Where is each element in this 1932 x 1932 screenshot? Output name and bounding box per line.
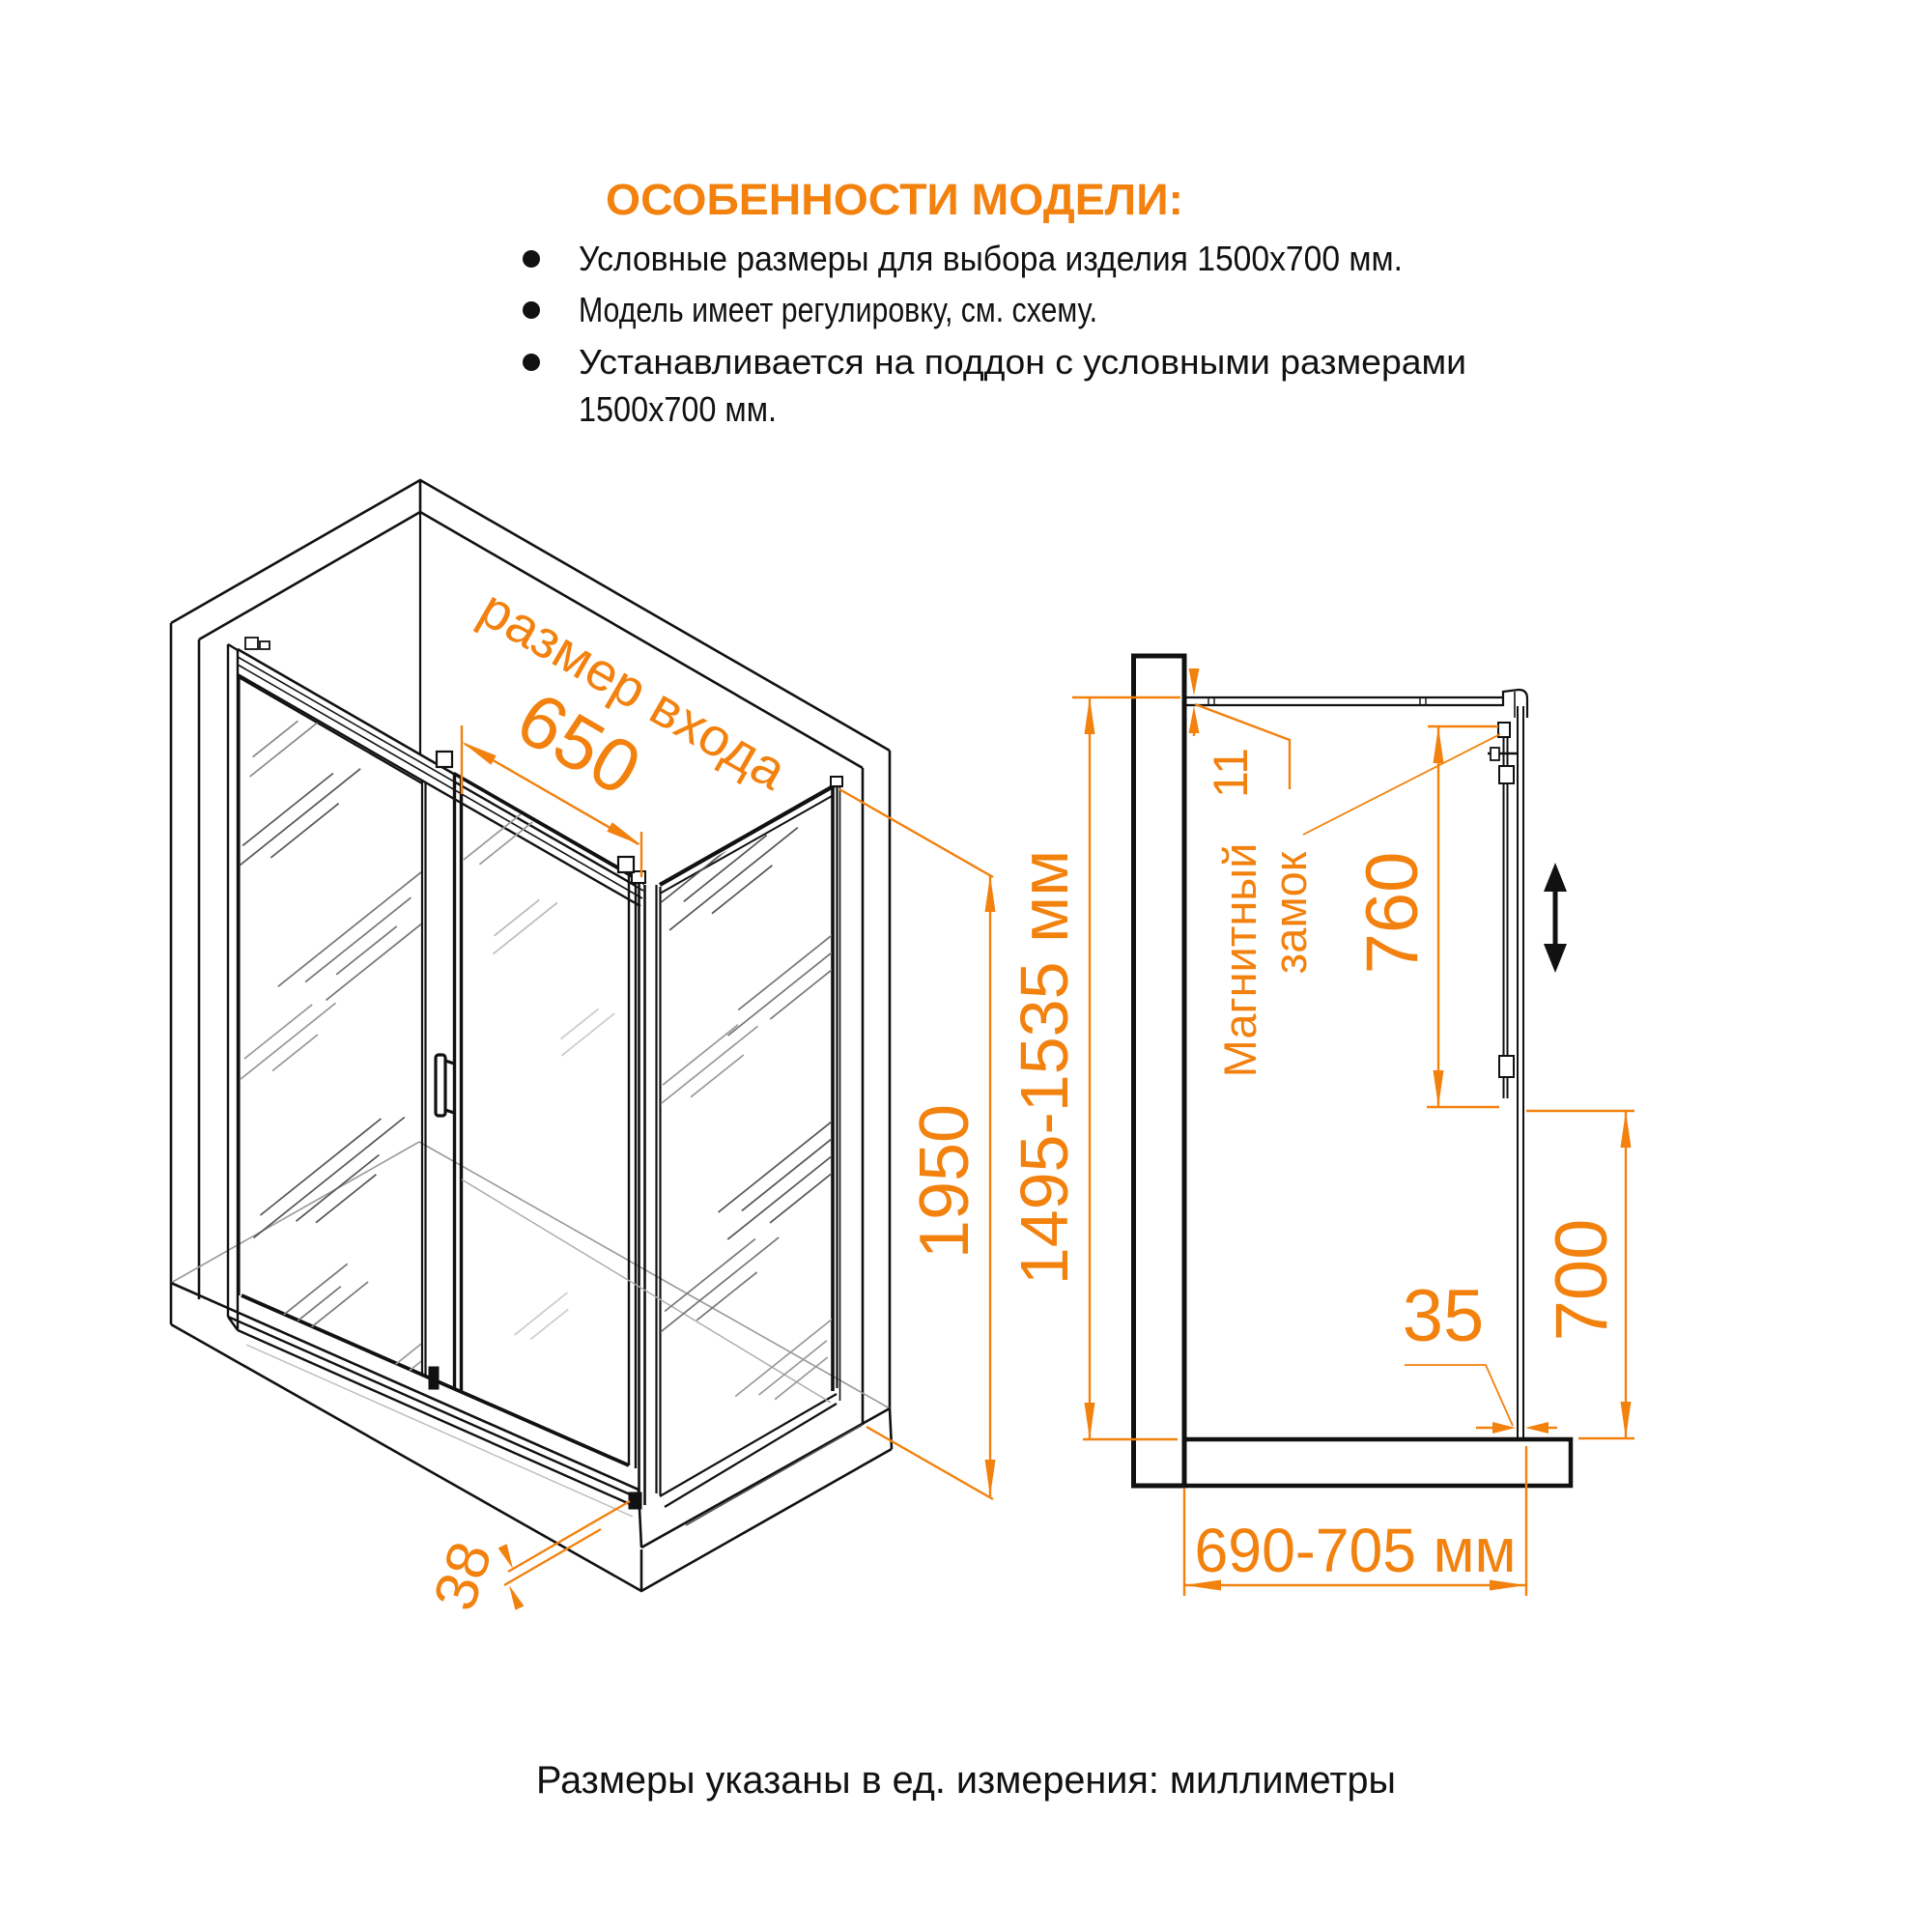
svg-text:Магнитный: Магнитный xyxy=(1214,843,1265,1078)
svg-text:11: 11 xyxy=(1204,748,1258,798)
svg-text:Устанавливается на поддон с ус: Устанавливается на поддон с условными ра… xyxy=(579,342,1466,382)
svg-text:замок: замок xyxy=(1264,851,1316,974)
svg-text:Модель имеет регулировку, см.: Модель имеет регулировку, см. схему. xyxy=(579,290,1097,329)
svg-text:Размеры указаны в ед. измерени: Размеры указаны в ед. измерения: миллиме… xyxy=(536,1759,1396,1802)
svg-text:760: 760 xyxy=(1351,852,1434,975)
svg-text:690-705 мм: 690-705 мм xyxy=(1195,1516,1517,1585)
svg-text:ОСОБЕННОСТИ МОДЕЛИ:: ОСОБЕННОСТИ МОДЕЛИ: xyxy=(606,175,1183,224)
svg-text:1500х700 мм.: 1500х700 мм. xyxy=(579,389,777,429)
svg-text:Условные размеры для выбора из: Условные размеры для выбора изделия 1500… xyxy=(579,239,1403,278)
svg-text:1950: 1950 xyxy=(906,1104,983,1259)
svg-text:700: 700 xyxy=(1541,1219,1623,1342)
svg-text:1495-1535 мм: 1495-1535 мм xyxy=(1007,850,1082,1285)
svg-text:35: 35 xyxy=(1403,1275,1485,1357)
